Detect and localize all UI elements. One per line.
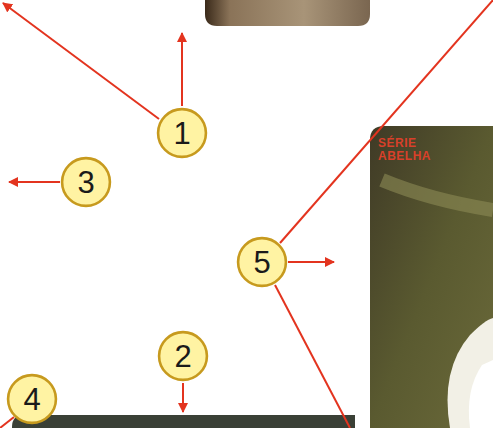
photo-card (205, 0, 370, 26)
flower-petal (448, 318, 493, 428)
flower-petal (469, 360, 493, 428)
callout-number: 2 (174, 341, 191, 372)
card-title: SÉRIE ABELHA (378, 137, 448, 162)
leaf-stem (382, 180, 493, 210)
callout-number: 1 (173, 118, 190, 149)
callout-number: 5 (253, 247, 270, 278)
callout-circle: 2 (157, 330, 209, 382)
photo-card (12, 415, 355, 428)
photo-card (370, 126, 493, 428)
callout-circle: 3 (60, 156, 112, 208)
callout-number: 4 (23, 384, 40, 415)
callout-circle: 5 (236, 236, 288, 288)
callout-circle: 1 (156, 107, 208, 159)
callout-number: 3 (77, 167, 94, 198)
callout-circle: 4 (6, 373, 58, 425)
